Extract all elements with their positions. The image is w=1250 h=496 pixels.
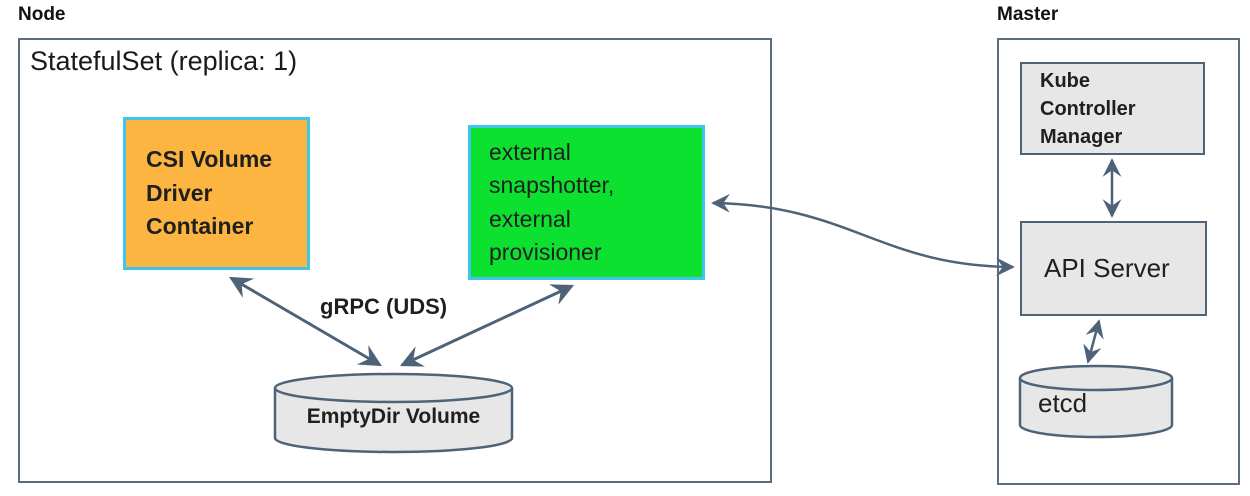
grpc-uds-label: gRPC (UDS): [320, 294, 448, 319]
statefulset-title: StatefulSet (replica: 1): [30, 46, 298, 76]
csi-volume-driver-container-label: CSI Volume Driver Container: [146, 146, 273, 240]
kube-controller-manager-label: Kube Controller Manager: [1040, 69, 1136, 148]
external-sidecars-box: external snapshotter, external provision…: [468, 125, 705, 280]
node-section-label: Node: [18, 4, 66, 25]
external-sidecars-label: external snapshotter, external provision…: [489, 138, 615, 265]
emptydir-volume-label: EmptyDir Volume: [306, 405, 481, 428]
api-server-box: API Server: [1020, 221, 1207, 316]
kube-controller-manager-box: Kube Controller Manager: [1020, 62, 1205, 155]
master-section-label: Master: [997, 4, 1059, 25]
api-server-label: API Server: [1044, 252, 1170, 283]
csi-volume-driver-container-box: CSI Volume Driver Container: [123, 117, 310, 270]
etcd-label: etcd: [1038, 388, 1088, 418]
